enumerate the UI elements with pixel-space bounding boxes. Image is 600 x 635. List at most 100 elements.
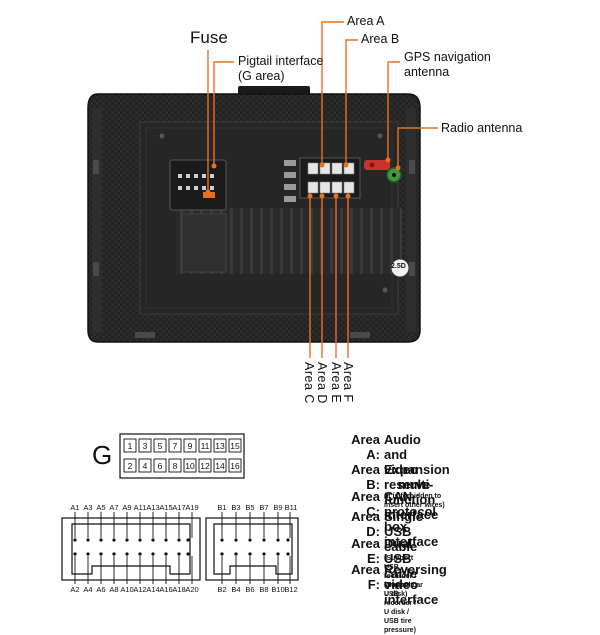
g-pin-number: 3 — [142, 441, 148, 451]
gps-connector — [364, 160, 390, 170]
b-pin-label: B9 — [273, 503, 283, 512]
side-clip — [409, 262, 415, 276]
gps-label: GPS navigation antenna — [404, 50, 491, 80]
a-pin-label: A18 — [172, 585, 186, 594]
a-pin-label: A16 — [159, 585, 173, 594]
b-pin-label: B10 — [271, 585, 285, 594]
pigtail-connector — [169, 159, 227, 211]
g-pin-number: 1 — [127, 441, 133, 451]
a-pin-label: A5 — [96, 503, 106, 512]
legend-text: Audio and video multi-function interface — [384, 432, 438, 522]
area-c-label: Area C — [302, 362, 316, 404]
legend-text: Reversing video interface — [384, 562, 447, 607]
area-a-label: Area A — [347, 14, 385, 28]
pigtail-label-line2: (G area) — [238, 69, 285, 83]
g-connector-cells — [123, 438, 242, 473]
connector-row-b — [307, 181, 355, 194]
screw — [382, 287, 388, 293]
a-pin-label: A19 — [185, 503, 199, 512]
b-pin-label: B4 — [231, 585, 241, 594]
b-pin-label: B7 — [259, 503, 269, 512]
g-connector-letter: G — [92, 440, 113, 470]
b-pin-label: B5 — [245, 503, 255, 512]
legend-subtext: (Support USB recorder / Original car U d… — [384, 555, 423, 598]
a-pin-label: A15 — [159, 503, 173, 512]
g-pin-number: 7 — [172, 441, 178, 451]
callout-line-gps — [387, 61, 400, 160]
pigtail-label: Pigtail interface (G area) — [238, 54, 323, 84]
pigtail-label-line1: Pigtail interface — [238, 54, 324, 68]
fuse-label: Fuse — [190, 28, 228, 47]
b-pin-label: B12 — [284, 585, 298, 594]
g-pin-number: 4 — [142, 461, 148, 471]
a-connector-pins — [74, 512, 193, 584]
screw — [377, 133, 383, 139]
a-pin-label: A17 — [172, 503, 186, 512]
b-pin-label: B6 — [245, 585, 255, 594]
g-pin-number: 14 — [215, 461, 225, 471]
side-clip — [93, 160, 99, 174]
a-pin-label: A2 — [70, 585, 80, 594]
bottom-notch — [135, 332, 155, 338]
g-pin-number: 10 — [185, 461, 195, 471]
a-pin-label: A4 — [83, 585, 93, 594]
bottom-notch — [350, 332, 370, 338]
legend-key: Area A: — [351, 432, 380, 462]
a-pin-label: A20 — [185, 585, 199, 594]
callout-line-pigtail — [213, 61, 234, 166]
g-pin-number: 9 — [187, 441, 193, 451]
legend-text: CAN protocol box interface — [384, 489, 439, 549]
a-pin-label: A11 — [133, 503, 147, 512]
b-connector-outline — [205, 517, 299, 581]
a-pin-label: A1 — [70, 503, 80, 512]
g-pin-number: 12 — [200, 461, 210, 471]
b-pin-label: B1 — [217, 503, 227, 512]
wiring-diagram: Fuse Pigtail interface (G area) Area A A… — [61, 14, 523, 634]
legend-key: Area F: — [351, 562, 380, 592]
legend-key: Area B: — [351, 462, 380, 492]
b-pin-label: B8 — [259, 585, 269, 594]
radio-label: Radio antenna — [441, 121, 523, 135]
b-pin-label: B2 — [217, 585, 227, 594]
legend-text-line1: Expansion reserve — [384, 462, 450, 492]
gps-label-line1: GPS navigation — [404, 50, 491, 64]
legend-key: Area C: — [351, 489, 380, 519]
a-pin-label: A9 — [122, 503, 132, 512]
a-pin-label: A6 — [96, 585, 106, 594]
sticker-2-5d — [390, 258, 410, 278]
a-connector-outline — [61, 517, 201, 581]
callout-line-radio — [397, 127, 438, 168]
area-e-label: Area E — [329, 362, 343, 404]
legend-text-line1: Audio and video — [384, 432, 421, 477]
a-pin-label: A13 — [146, 503, 160, 512]
a-pin-label: A3 — [83, 503, 93, 512]
heatsink-left — [181, 213, 227, 273]
legend-key: Area D: — [351, 509, 380, 539]
gps-label-line2: antenna — [404, 65, 450, 79]
b-pin-label: B3 — [231, 503, 241, 512]
side-clip — [409, 160, 415, 174]
legend-text: Expansion reserve (It is forbidden to in… — [384, 462, 450, 510]
b-pin-label: B11 — [284, 503, 298, 512]
area-b-label: Area B — [361, 32, 400, 46]
a-pin-label: A7 — [109, 503, 119, 512]
legend-key: Area E: — [351, 536, 380, 566]
a-pin-label: A12 — [133, 585, 147, 594]
g-pin-number: 15 — [230, 441, 240, 451]
callout-line-area-b — [345, 39, 358, 165]
g-pin-number: 5 — [157, 441, 163, 451]
area-d-label: Area D — [315, 362, 329, 404]
g-pin-number: 11 — [200, 441, 210, 451]
legend-text: Single USB cable (Support USB recorder /… — [384, 509, 423, 599]
a-pin-label: A10 — [120, 585, 134, 594]
b-connector-pins — [221, 512, 291, 584]
left-edge-ridge — [92, 108, 102, 332]
sticker-label: 2.5D — [391, 263, 406, 270]
a-pin-label: A14 — [146, 585, 160, 594]
side-clip — [93, 262, 99, 276]
legend-subtext: (It is forbidden to insert other wires) — [384, 493, 445, 509]
g-pin-number: 8 — [172, 461, 178, 471]
fuse-body — [203, 192, 215, 198]
g-pin-number: 6 — [157, 461, 163, 471]
legend-text-line1: Single USB cable — [384, 509, 424, 554]
